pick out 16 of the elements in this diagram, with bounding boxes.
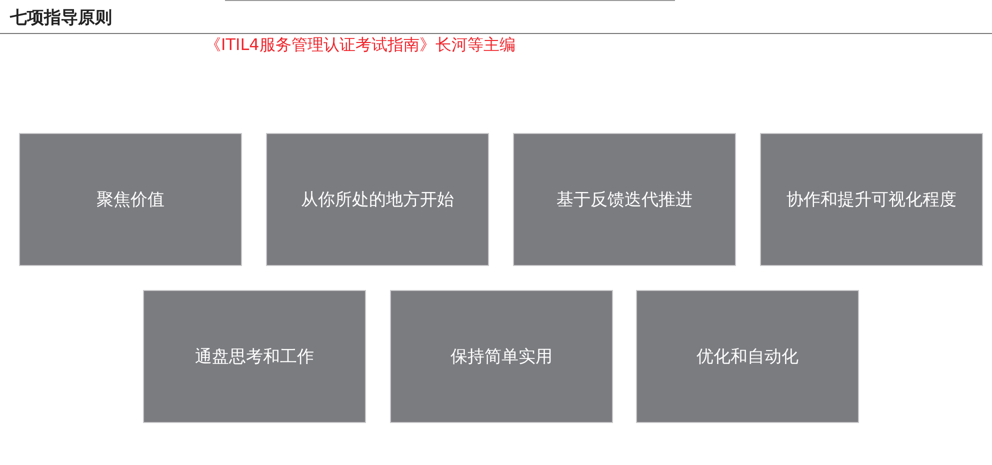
principle-box bbox=[390, 290, 613, 423]
principle-text: 从你所处的地方开始 bbox=[301, 189, 454, 211]
principle-box bbox=[513, 133, 736, 266]
source-note: 《ITIL4服务管理认证考试指南》长河等主编 bbox=[205, 35, 516, 54]
principle-text: 基于反馈迭代推进 bbox=[556, 189, 692, 211]
principle-box bbox=[143, 290, 366, 423]
principle-box bbox=[266, 133, 489, 266]
principle-box bbox=[19, 133, 242, 266]
page-title: 七项指导原则 bbox=[10, 7, 112, 29]
principle-text: 协作和提升可视化程度 bbox=[786, 189, 956, 211]
principle-text: 通盘思考和工作 bbox=[195, 346, 314, 368]
principle-text: 优化和自动化 bbox=[696, 346, 798, 368]
principle-text: 聚焦价值 bbox=[96, 189, 164, 211]
principle-text: 保持简单实用 bbox=[450, 346, 552, 368]
principle-box bbox=[636, 290, 859, 423]
principle-box bbox=[760, 133, 983, 266]
